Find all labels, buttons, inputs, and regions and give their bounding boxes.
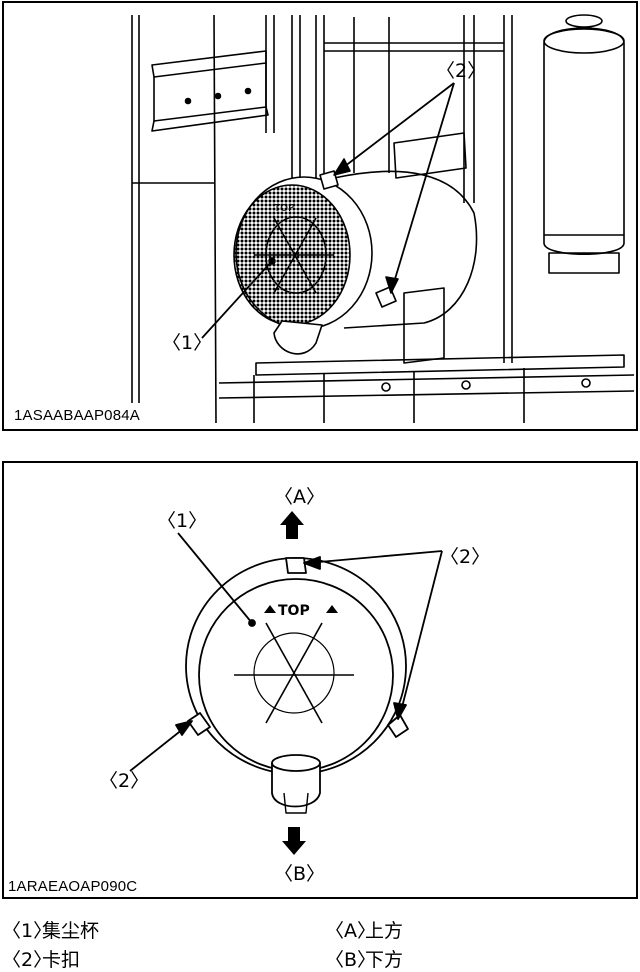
legend-item: 〈B〉下方 (325, 945, 403, 972)
callout-2-left: 〈2〉 (99, 770, 149, 792)
leader-1 (201, 260, 273, 339)
leader-1-dot (268, 257, 276, 265)
outlet-pipe-mouth (271, 754, 321, 772)
legend-item: 〈1〉集尘杯 (2, 916, 99, 943)
mount-plate (403, 287, 445, 364)
bracket (153, 63, 267, 122)
top-mark: TOP (278, 603, 310, 619)
callout-2-right: 〈2〉 (440, 546, 490, 568)
top-mark: TOP (273, 203, 294, 214)
figure-1-drawing: TOP 〈1〉 〈2〉 (131, 14, 635, 424)
legend-mark: 〈2〉 (2, 949, 53, 971)
dust-cup-rib (273, 217, 317, 294)
bolt (244, 87, 252, 95)
clamp-left (187, 712, 211, 736)
tank-base (548, 252, 620, 274)
legend-mark: 〈1〉 (2, 920, 53, 942)
chassis-post (253, 368, 525, 423)
clamp-right (387, 714, 409, 738)
leader-2a (335, 82, 455, 174)
intake-pipe (393, 132, 467, 179)
chassis-rail (218, 390, 635, 399)
arrow-head (303, 556, 321, 570)
callout-B: 〈B〉 (274, 863, 325, 885)
tank-cap (565, 14, 603, 28)
up-arrow (280, 511, 304, 539)
callout-2: 〈2〉 (436, 60, 486, 82)
legend-text: 上方 (365, 920, 404, 942)
chassis-rail (218, 374, 635, 384)
legend-item: 〈2〉卡扣 (2, 945, 80, 972)
callout-1: 〈1〉 (157, 510, 207, 532)
figure-2-panel: TOP 〈1〉 〈A〉 〈2〉 〈2〉 〈B〉 1ARAEAOAP090C (2, 461, 638, 899)
top-small-arrow (326, 605, 338, 613)
leader-2b (391, 82, 455, 290)
legend-mark: 〈A〉 (325, 920, 376, 942)
figure-2-code: 1ARAEAOAP090C (8, 878, 138, 895)
dust-cup-rib (265, 622, 323, 724)
dust-cup-rim (185, 557, 407, 775)
bracket (151, 50, 267, 78)
figure-1-code: 1ASAABAAP084A (14, 407, 141, 424)
clamp-top (285, 557, 307, 574)
bolt (214, 92, 222, 100)
tank-top (543, 28, 625, 54)
bolt (381, 382, 391, 392)
arrow-head (393, 702, 407, 720)
air-cleaner-body (333, 170, 478, 329)
leader-2b (399, 550, 443, 716)
tank (543, 27, 625, 255)
top-small-arrow (264, 605, 276, 613)
chassis-rail (255, 354, 625, 376)
figure-2-drawing: TOP 〈1〉 〈A〉 〈2〉 〈2〉 〈B〉 (99, 486, 490, 885)
dust-cup-center (253, 632, 335, 714)
leader-2a (307, 550, 443, 564)
down-arrow (282, 827, 306, 855)
bolt (581, 378, 591, 388)
leader-1-dot (248, 619, 256, 627)
legend-item: 〈A〉上方 (325, 916, 403, 943)
legend-mark: 〈B〉 (325, 949, 377, 971)
arrow-head (175, 720, 193, 736)
arrow-head (333, 158, 351, 176)
leader-2c (129, 724, 189, 772)
outlet-pipe-tip (283, 792, 309, 814)
arrow-head (385, 276, 399, 294)
leader-1 (177, 532, 253, 624)
bolt (184, 97, 192, 105)
bracket (151, 106, 269, 132)
callout-A: 〈A〉 (274, 486, 325, 508)
figure-1-panel: TOP 〈1〉 〈2〉 1ASAABAAP084A (2, 1, 638, 431)
bolt (461, 380, 471, 390)
frame-line (213, 14, 217, 424)
outlet-pipe (273, 320, 323, 355)
callout-1: 〈1〉 (162, 332, 212, 354)
legend-text: 卡扣 (42, 949, 81, 971)
legend-text: 集尘杯 (42, 920, 100, 942)
legend-text: 下方 (365, 949, 404, 971)
